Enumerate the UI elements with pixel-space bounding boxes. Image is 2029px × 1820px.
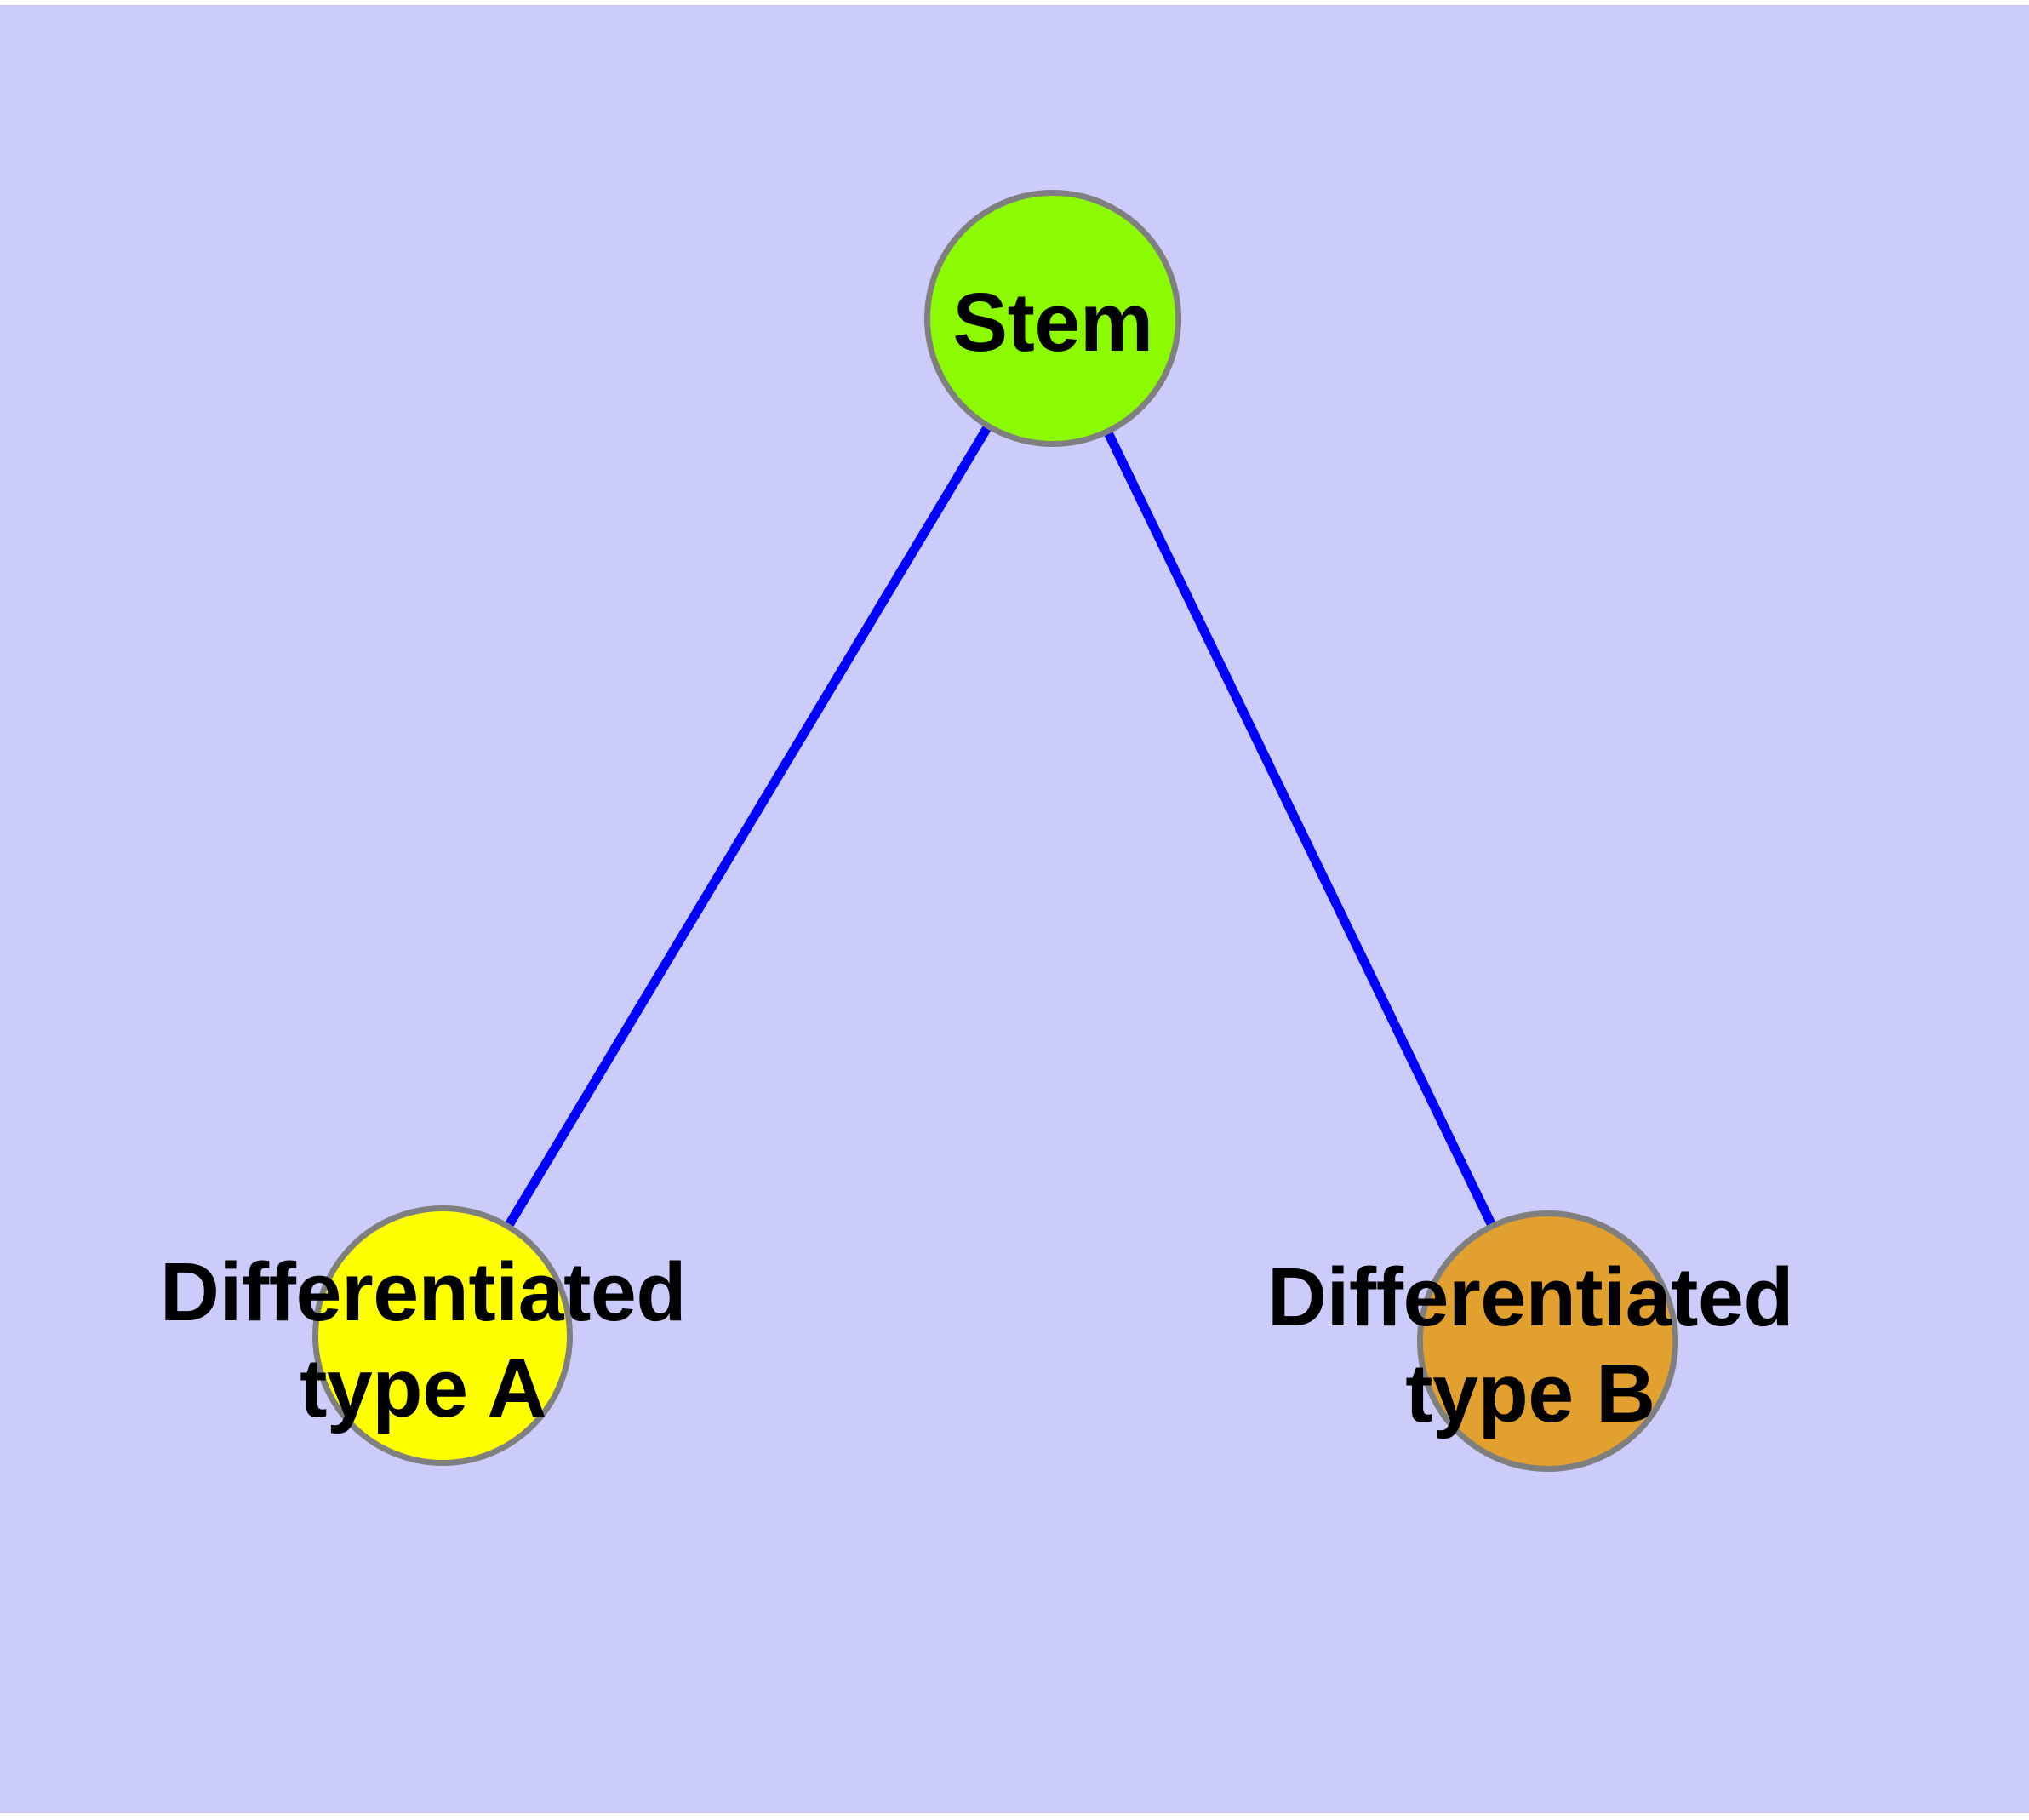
- edge-stem-to-diff-b: [1049, 316, 1552, 1344]
- node-stem[interactable]: [924, 190, 1181, 447]
- node-differentiated-type-b[interactable]: [1417, 1210, 1678, 1472]
- edge-stem-to-diff-a: [438, 316, 1057, 1338]
- node-differentiated-type-a[interactable]: [312, 1205, 573, 1466]
